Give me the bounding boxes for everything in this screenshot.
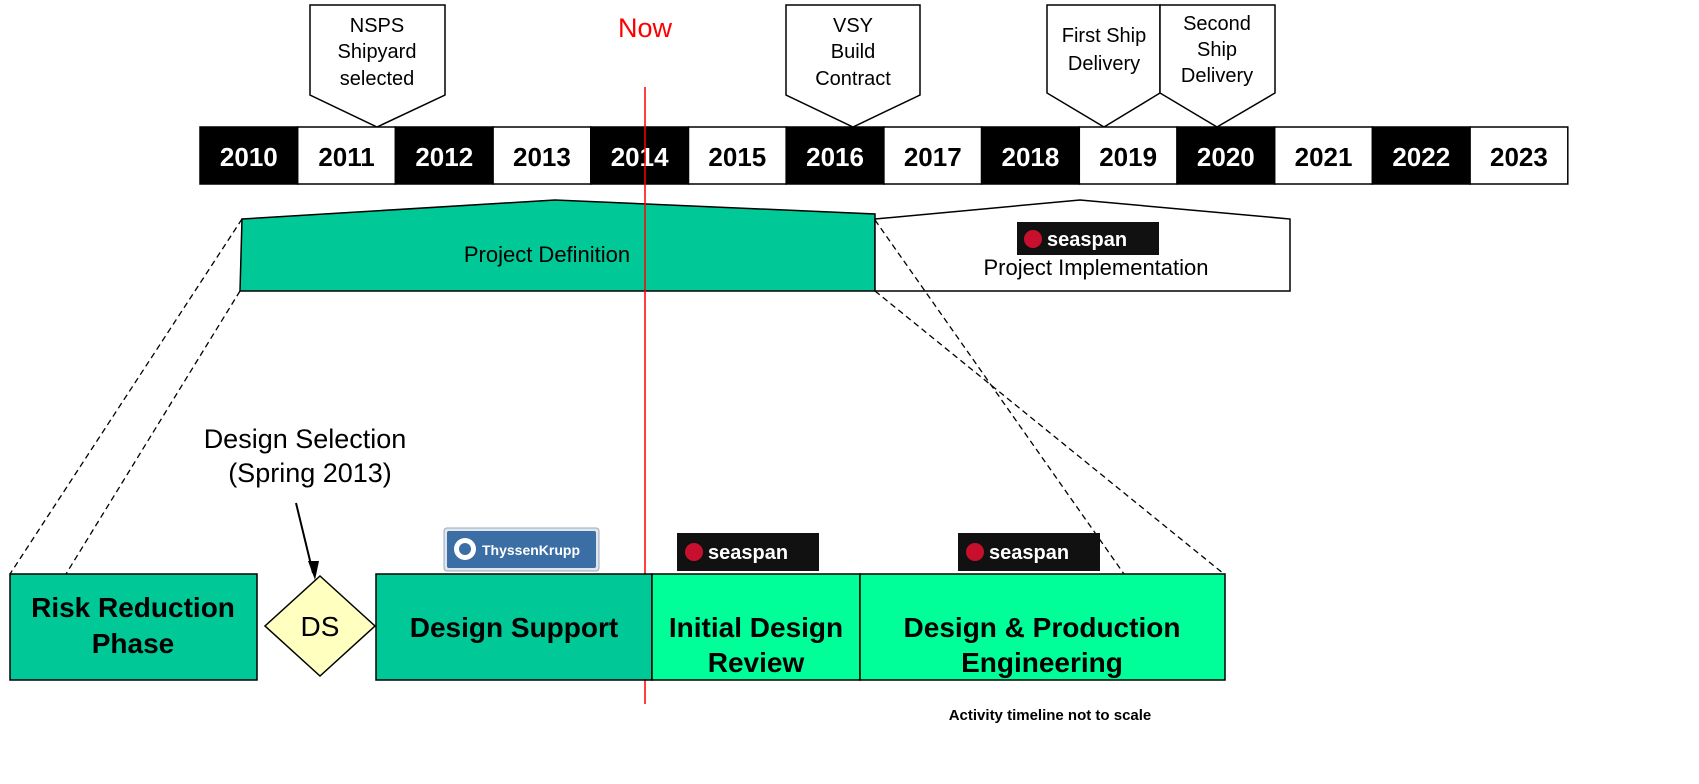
design-selection-label: Design Selection bbox=[204, 424, 407, 454]
project-definition-label: Project Definition bbox=[464, 242, 630, 267]
initial-design-review-line1: Initial Design bbox=[669, 612, 843, 643]
year-label: 2013 bbox=[513, 142, 571, 172]
year-cell-2018: 2018 bbox=[980, 126, 1081, 185]
connector-left-inner bbox=[65, 290, 241, 575]
year-cell-bg bbox=[590, 126, 690, 185]
milestone-first-ship: First Ship Delivery bbox=[1046, 4, 1161, 128]
milestone-second-ship-line1: Second bbox=[1183, 13, 1251, 35]
risk-reduction-line1: Risk Reduction bbox=[31, 592, 235, 623]
milestone-second-ship: Second Ship Delivery bbox=[1159, 4, 1276, 128]
seaspan-logo-implementation: seaspan bbox=[1017, 222, 1159, 255]
project-implementation-label: Project Implementation bbox=[984, 255, 1209, 280]
year-label: 2011 bbox=[318, 142, 374, 172]
year-label: 2010 bbox=[220, 142, 278, 172]
year-label: 2016 bbox=[806, 142, 864, 172]
year-cell-bg bbox=[1371, 126, 1471, 185]
zoom-connectors bbox=[9, 218, 1225, 575]
seaspan-mark-icon bbox=[685, 543, 703, 561]
design-selection-date: (Spring 2013) bbox=[228, 458, 392, 488]
year-cell-bg bbox=[1078, 126, 1178, 185]
milestone-second-ship-callout bbox=[1159, 4, 1276, 128]
arrow-head-icon bbox=[308, 561, 319, 580]
year-label: 2015 bbox=[708, 142, 766, 172]
design-production-box bbox=[859, 573, 1226, 681]
year-cell-2021: 2021 bbox=[1273, 126, 1374, 185]
milestone-nsps-line1: NSPS bbox=[350, 15, 404, 37]
milestone-nsps-line2: Shipyard bbox=[338, 41, 417, 63]
connector-left-outer bbox=[9, 218, 243, 575]
year-cell-2013: 2013 bbox=[492, 126, 592, 185]
milestone-first-ship-line2: Delivery bbox=[1068, 53, 1140, 75]
milestone-nsps-callout bbox=[309, 4, 446, 128]
ds-label: DS bbox=[301, 611, 340, 642]
year-label: 2014 bbox=[611, 142, 669, 172]
seaspan-logo-text: seaspan bbox=[708, 542, 788, 564]
milestone-first-ship-callout bbox=[1046, 4, 1161, 128]
milestone-second-ship-line2: Ship bbox=[1197, 39, 1237, 61]
year-cell-2023: 2023 bbox=[1469, 126, 1569, 185]
year-cell-bg bbox=[980, 126, 1081, 185]
year-cell-bg bbox=[1469, 126, 1569, 185]
year-cell-2011: 2011 bbox=[296, 126, 397, 185]
year-cell-2015: 2015 bbox=[687, 126, 787, 185]
design-support-label: Design Support bbox=[410, 612, 618, 643]
year-label: 2021 bbox=[1295, 142, 1353, 172]
milestone-vsy-line3: Contract bbox=[815, 68, 891, 90]
seaspan-logo-production: seaspan bbox=[958, 533, 1100, 571]
year-label: 2020 bbox=[1197, 142, 1255, 172]
year-label: 2012 bbox=[415, 142, 473, 172]
year-label: 2022 bbox=[1392, 142, 1450, 172]
milestone-first-ship-line1: First Ship bbox=[1062, 25, 1146, 47]
year-cell-bg bbox=[296, 126, 397, 185]
milestone-second-ship-line3: Delivery bbox=[1181, 65, 1253, 87]
risk-reduction-line2: Phase bbox=[92, 628, 175, 659]
milestone-vsy-callout bbox=[785, 4, 921, 128]
initial-design-review-box bbox=[651, 573, 861, 681]
year-cell-2012: 2012 bbox=[394, 126, 494, 185]
seaspan-logo-initial: seaspan bbox=[677, 533, 819, 571]
year-cell-bg bbox=[492, 126, 592, 185]
year-label: 2017 bbox=[904, 142, 962, 172]
design-support-box bbox=[375, 573, 653, 681]
year-label: 2023 bbox=[1490, 142, 1548, 172]
design-production-line1: Design & Production bbox=[904, 612, 1181, 643]
year-cell-2017: 2017 bbox=[883, 126, 983, 185]
seaspan-mark-icon bbox=[1024, 230, 1042, 248]
year-cell-bg bbox=[199, 126, 299, 185]
year-cell-2020: 2020 bbox=[1176, 126, 1276, 185]
initial-design-review-line2: Review bbox=[708, 647, 805, 678]
year-label: 2018 bbox=[1002, 142, 1060, 172]
risk-reduction-box bbox=[9, 573, 258, 681]
milestone-nsps: NSPS Shipyard selected bbox=[309, 4, 446, 128]
seaspan-logo-text: seaspan bbox=[989, 542, 1069, 564]
year-timeline: 2010 2011 2012 2013 2014 2015 2016 2017 2018 2019… bbox=[199, 126, 1569, 185]
ds-diamond bbox=[263, 574, 377, 678]
year-cell-bg bbox=[1273, 126, 1374, 185]
seaspan-mark-icon bbox=[966, 543, 984, 561]
milestone-vsy: VSY Build Contract bbox=[785, 4, 921, 128]
year-cell-2014: 2014 bbox=[590, 126, 690, 185]
thyssenkrupp-logo: ThyssenKrupp bbox=[443, 527, 600, 572]
design-production-line2: Engineering bbox=[961, 647, 1123, 678]
year-label: 2019 bbox=[1099, 142, 1157, 172]
year-cell-bg bbox=[785, 126, 885, 185]
year-cell-2019: 2019 bbox=[1078, 126, 1178, 185]
year-cell-2016: 2016 bbox=[785, 126, 885, 185]
year-cell-2010: 2010 bbox=[199, 126, 299, 185]
connector-right-inner bbox=[874, 219, 1125, 575]
year-cell-bg bbox=[687, 126, 787, 185]
milestone-nsps-line3: selected bbox=[340, 68, 415, 90]
milestone-vsy-line1: VSY bbox=[833, 15, 873, 37]
not-to-scale-note: Activity timeline not to scale bbox=[949, 707, 1152, 724]
milestone-vsy-line2: Build bbox=[831, 41, 875, 63]
year-cell-bg bbox=[883, 126, 983, 185]
year-cell-2022: 2022 bbox=[1371, 126, 1471, 185]
seaspan-logo-text: seaspan bbox=[1047, 229, 1127, 251]
connector-right-outer bbox=[874, 290, 1225, 575]
now-label: Now bbox=[618, 13, 673, 43]
thyssenkrupp-logo-text: ThyssenKrupp bbox=[482, 542, 580, 558]
